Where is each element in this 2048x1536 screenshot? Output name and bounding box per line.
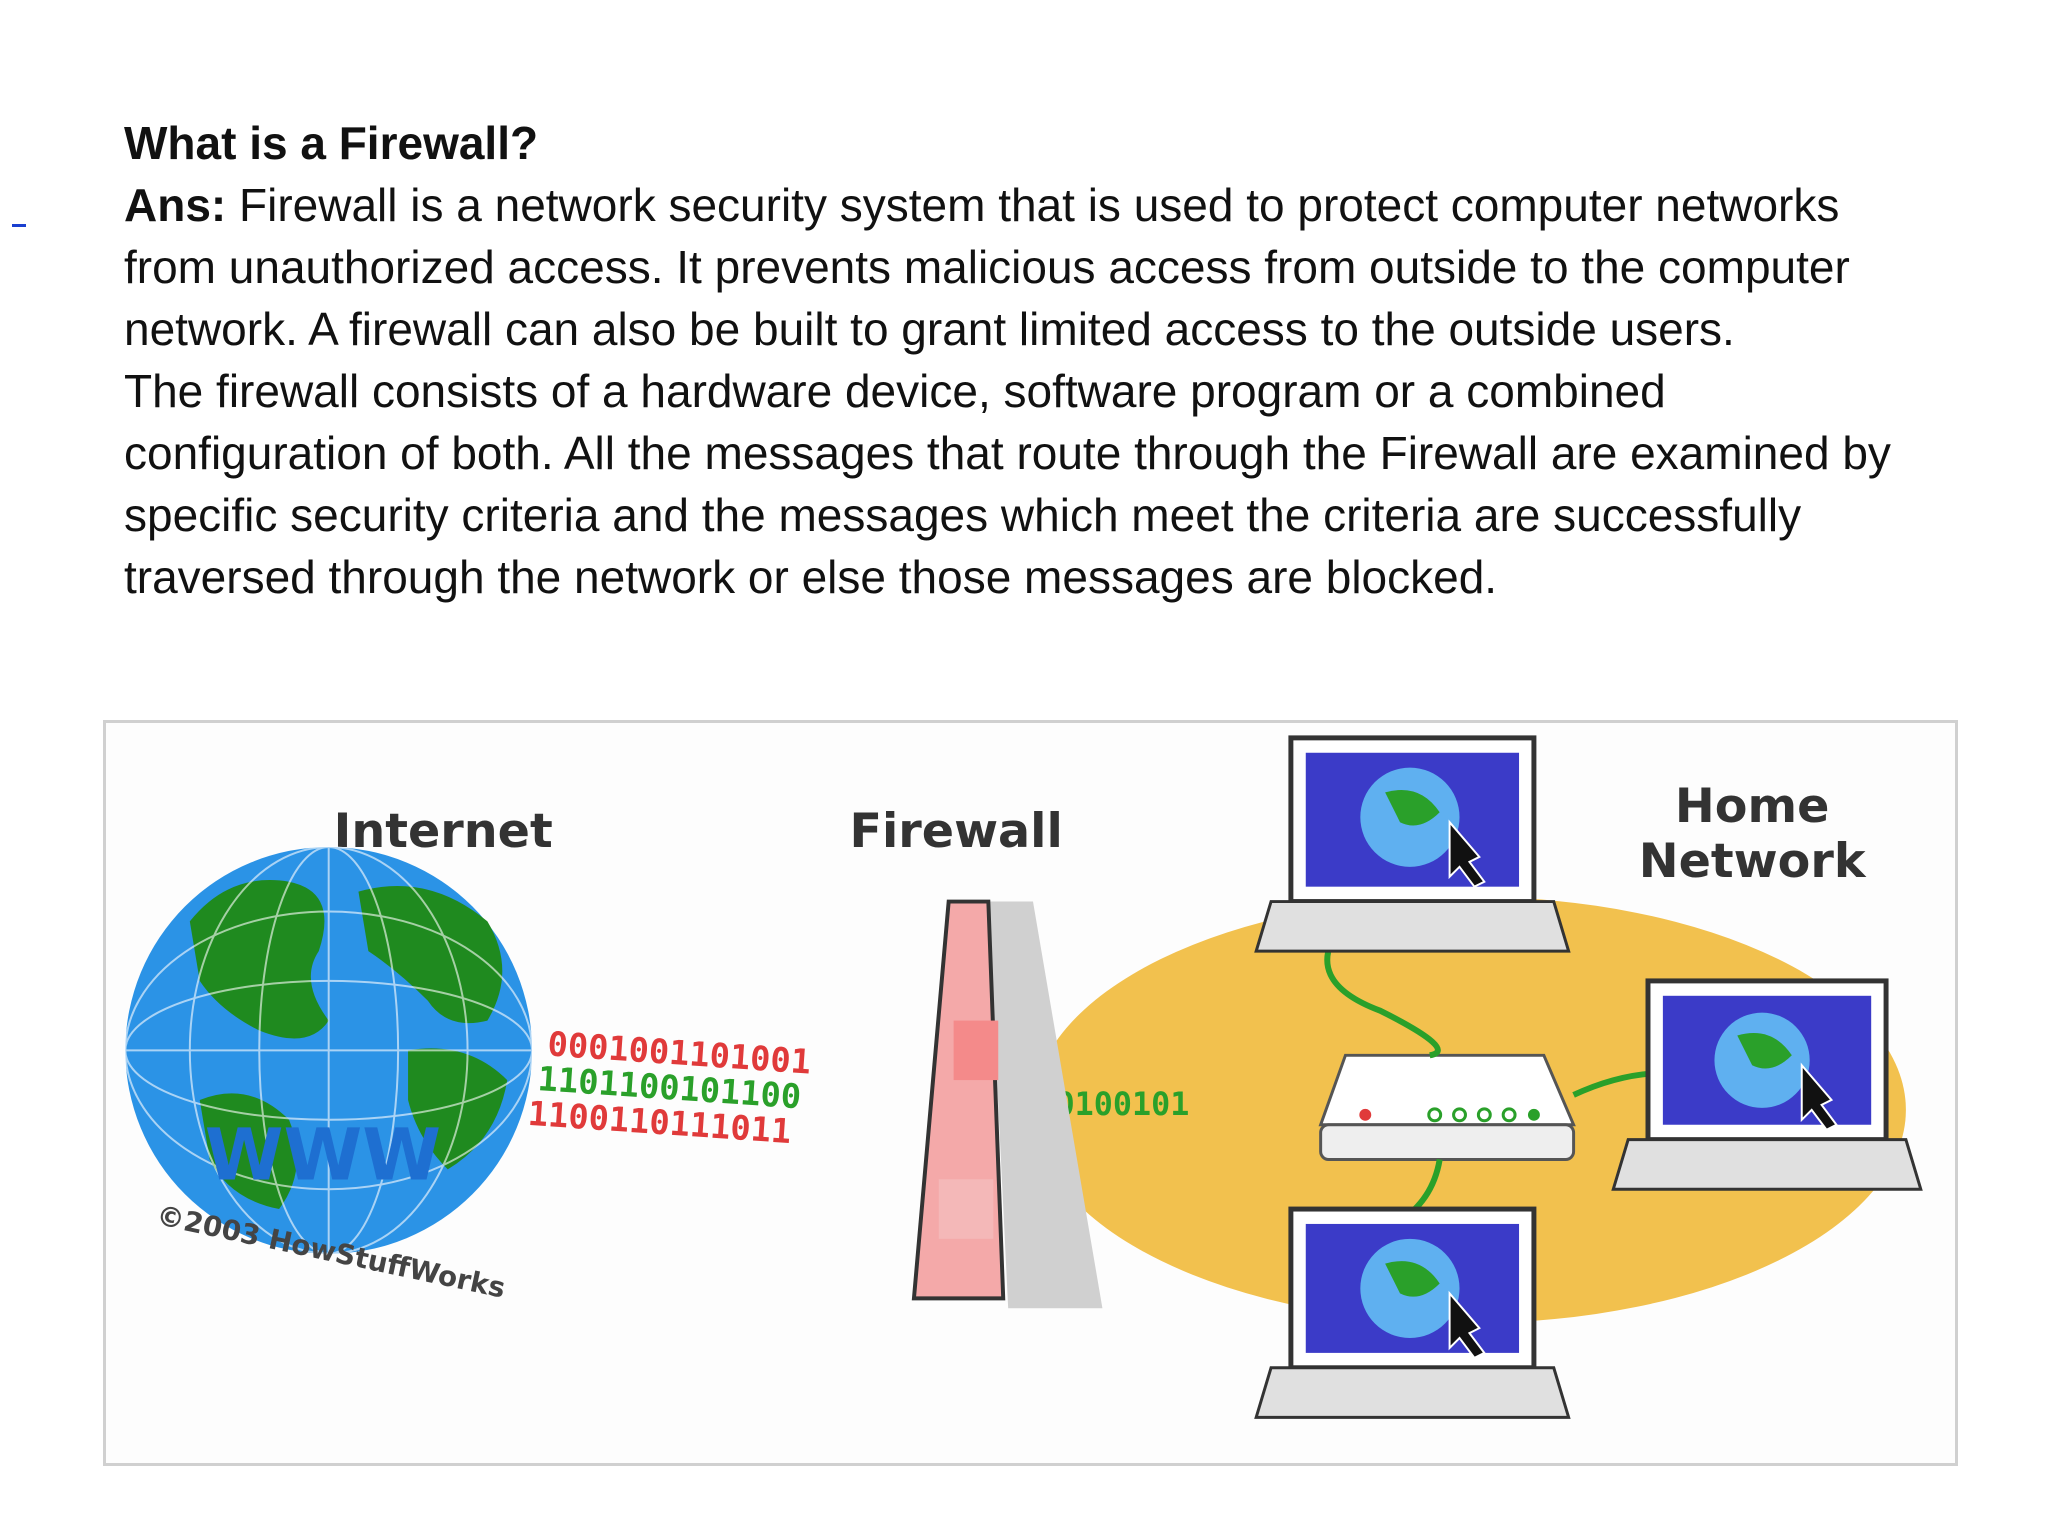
computer-right-icon [1611, 978, 1923, 1191]
text-block: What is a Firewall? Ans: Firewall is a n… [124, 112, 1924, 608]
router-icon [1318, 1053, 1576, 1161]
computer-bottom-icon [1254, 1206, 1571, 1419]
globe-icon: WWW [124, 846, 534, 1255]
label-firewall: Firewall [849, 804, 1062, 859]
label-internet: Internet [334, 804, 553, 859]
label-home: Home [1675, 779, 1829, 834]
label-network: Network [1639, 834, 1867, 889]
globe-www-text: WWW [205, 1113, 441, 1196]
slide-marker [12, 224, 26, 227]
answer-paragraph-1: Ans: Firewall is a network security syst… [124, 174, 1924, 360]
firewall-diagram: Internet Firewall Home Network WWW ©2003… [103, 720, 1958, 1466]
firewall-wall-icon [911, 899, 1103, 1309]
question-heading: What is a Firewall? [124, 117, 539, 169]
answer-text-1: Firewall is a network security system th… [124, 179, 1850, 355]
answer-paragraph-2: The firewall consists of a hardware devi… [124, 365, 1891, 603]
computer-top-icon [1254, 735, 1571, 953]
firewall-diagram-svg: Internet Firewall Home Network WWW ©2003… [124, 735, 1923, 1419]
answer-label: Ans: [124, 179, 227, 231]
cable-top [1324, 924, 1441, 1059]
